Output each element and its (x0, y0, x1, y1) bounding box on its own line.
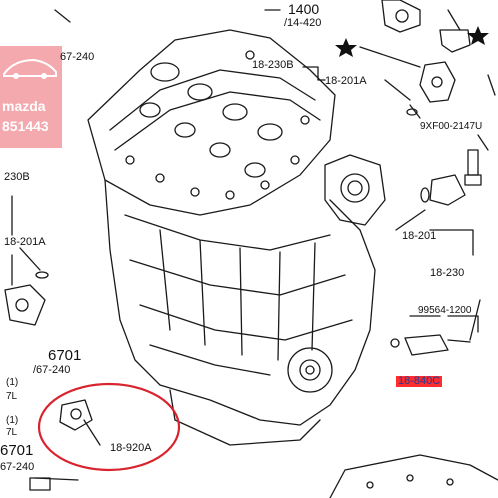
badge-brand: mazda (2, 98, 46, 114)
star-icon (335, 38, 357, 57)
car-logo-icon (3, 58, 57, 79)
label-67-240-mid: /67-240 (33, 364, 71, 376)
label-6701-bot: 6701 (0, 442, 34, 459)
label-230b-left: 230B (4, 171, 30, 183)
label-7l-mid: 7L (6, 391, 18, 402)
badge-phone: 851443 (2, 118, 49, 134)
label-18-840c: 18-840C (396, 375, 443, 387)
callout-circle (37, 382, 181, 472)
label-7l-low: 7L (6, 427, 18, 438)
star-icon (467, 26, 489, 45)
dealer-badge: mazda 851443 (0, 46, 62, 148)
label-18-920a: 18-920A (110, 442, 152, 454)
label-18-201a-right: 18-201A (325, 75, 367, 87)
label-9xf00: 9XF00-2147U (420, 121, 483, 132)
label-6701-mid: 6701 (48, 347, 82, 364)
label-14-420: /14-420 (284, 17, 322, 29)
label-1-low: (1) (6, 415, 19, 426)
label-1400: 1400 (288, 1, 320, 17)
label-18-201: 18-201 (402, 230, 437, 242)
label-1-mid: (1) (6, 377, 19, 388)
label-67-240-top: 67-240 (60, 51, 95, 63)
label-18-201a-left: 18-201A (4, 236, 46, 248)
label-67-240-bot: 67-240 (0, 461, 35, 473)
label-18-230b-right: 18-230B (252, 59, 294, 71)
label-18-230: 18-230 (430, 267, 465, 279)
label-99564: 99564-1200 (418, 305, 472, 316)
